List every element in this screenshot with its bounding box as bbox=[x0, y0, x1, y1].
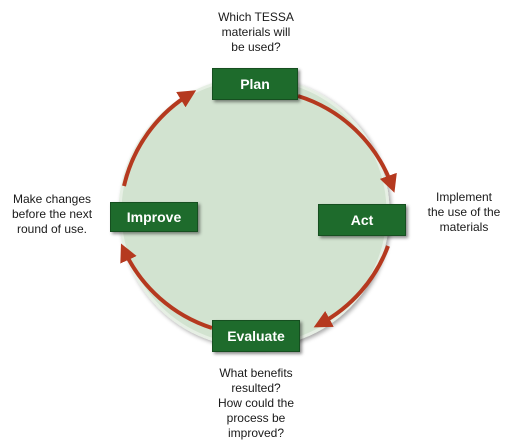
arrow-plan-to-act bbox=[297, 94, 397, 193]
evaluate-note: What benefits resulted? How could the pr… bbox=[206, 366, 306, 441]
evaluate-note-line: improved? bbox=[227, 426, 285, 440]
improve-note-line: round of use. bbox=[16, 222, 88, 236]
plan-note-line: materials will bbox=[221, 25, 291, 39]
evaluate-note-line: How could the bbox=[217, 396, 295, 410]
improve-note-line: Make changes bbox=[12, 192, 92, 206]
plan-label: Plan bbox=[240, 76, 270, 92]
improve-label: Improve bbox=[126, 209, 182, 225]
plan-note: Which TESSA materials will be used? bbox=[206, 10, 306, 55]
act-note-line: Implement bbox=[435, 190, 493, 204]
act-box: Act bbox=[318, 204, 406, 236]
evaluate-label: Evaluate bbox=[227, 328, 285, 344]
arrow-act-to-evaluate bbox=[313, 245, 390, 328]
evaluate-note-line: process be bbox=[226, 411, 286, 425]
arrow-evaluate-to-improve bbox=[120, 243, 213, 330]
act-note-line: materials bbox=[439, 220, 489, 234]
act-label: Act bbox=[350, 212, 374, 228]
plan-note-line: Which TESSA bbox=[218, 10, 294, 24]
plan-box: Plan bbox=[212, 68, 298, 100]
improve-note: Make changes before the next round of us… bbox=[4, 192, 100, 237]
act-note: Implement the use of the materials bbox=[418, 190, 510, 235]
evaluate-note-line: resulted? bbox=[231, 381, 281, 395]
act-note-line: the use of the bbox=[427, 205, 501, 219]
evaluate-box: Evaluate bbox=[212, 320, 300, 352]
improve-box: Improve bbox=[110, 202, 198, 232]
plan-note-line: be used? bbox=[231, 40, 281, 54]
evaluate-note-line: What benefits bbox=[219, 366, 293, 380]
improve-note-line: before the next bbox=[11, 207, 93, 221]
arrow-improve-to-plan bbox=[122, 90, 197, 187]
